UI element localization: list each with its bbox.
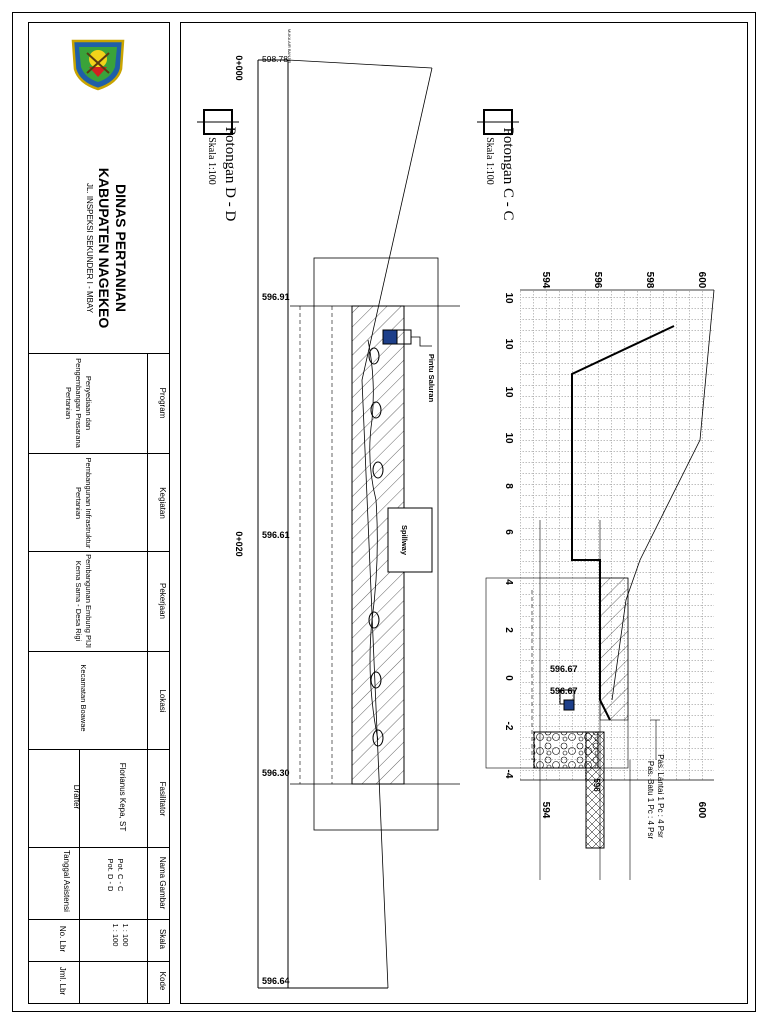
cc-axis-elev-600: 600: [696, 271, 707, 289]
elev-596-91: 596.91: [262, 292, 290, 302]
label-pintu-saluran: Pintu Saluran: [427, 353, 436, 403]
cc-axis-elev-594-bottom: 594: [540, 801, 551, 819]
cc-axis-dist-5: 6: [503, 529, 514, 535]
drawing-area: [180, 22, 748, 1004]
elev-top: 598.78: [262, 54, 288, 64]
cc-axis-dist-4: 8: [503, 483, 514, 489]
cc-elev-label-1: 596.67: [550, 664, 578, 674]
section-cc: [477, 109, 715, 880]
cc-note-batu: Pas. Batu 1 Pc : 4 Psr: [646, 760, 655, 840]
cc-axis-dist-7: 2: [503, 627, 514, 633]
cc-axis-dist-1: 10: [503, 338, 514, 350]
cc-axis-elev-600-bottom: 600: [696, 801, 707, 819]
cc-axis-dist-6: 4: [503, 579, 514, 585]
cc-axis-dist-10: -4: [503, 769, 514, 779]
elev-596-64: 596.64: [262, 976, 290, 986]
concrete-floor: [585, 731, 605, 849]
regency-logo: [71, 39, 125, 91]
sheet-border: [12, 12, 756, 1012]
cc-elev-label-2: 596.67: [550, 686, 578, 696]
section-dd: [197, 59, 460, 989]
title-block: DINAS PERTANIAN KABUPATEN NAGEKEO JL. IN…: [28, 22, 170, 1004]
cc-axis-dist-0: 10: [503, 292, 514, 304]
section-dd-title: Potongan D - D: [222, 126, 238, 222]
cc-axis-elev-596: 596: [592, 271, 603, 289]
elev-596-61: 596.61: [262, 530, 290, 540]
chainage-mid: 0+020: [234, 531, 244, 557]
cc-axis-dist-3: 10: [503, 432, 514, 444]
cc-axis-dist-2: 10: [503, 386, 514, 398]
cc-axis-dist-9: -2: [503, 721, 514, 731]
section-cc-title: Potongan C - C: [500, 127, 516, 221]
cc-axis-elev-594: 594: [540, 271, 551, 289]
section-cc-scale: Skala 1:100: [484, 137, 495, 185]
chainage-top: 0+000: [234, 55, 244, 81]
cc-axis-elev-598: 598: [644, 271, 655, 289]
section-dd-scale: Skala 1:100: [206, 137, 217, 185]
elev-596-30: 596.30: [262, 768, 290, 778]
pintu-saluran-gate: [382, 329, 398, 345]
label-spillway: Spillway: [400, 524, 409, 555]
cc-axis-dist-8: 0: [503, 675, 514, 681]
cc-elev-label-3: 596: [592, 778, 601, 792]
top-small-label: MUKA AIR BANJIR: [287, 28, 292, 64]
